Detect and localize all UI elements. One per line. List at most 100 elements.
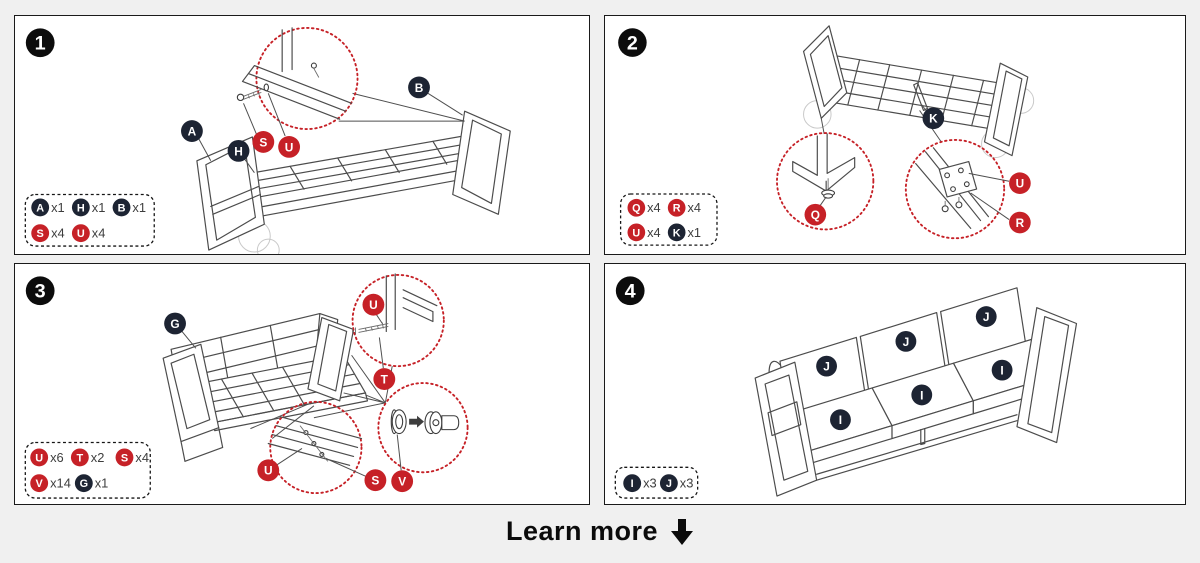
badge-label: G [170, 317, 179, 331]
seat-slat-lines [195, 360, 361, 418]
legend-badge [667, 223, 686, 242]
down-arrow-icon [671, 518, 694, 545]
step-number: 2 [627, 32, 638, 54]
legend-letter: U [632, 227, 640, 239]
bolt-hole [963, 181, 970, 188]
badge-circle [164, 312, 186, 335]
badge-circle [1009, 172, 1031, 195]
bolt-hole [432, 419, 440, 427]
legend-letter: J [666, 478, 672, 490]
learn-more[interactable]: Learn more [506, 516, 694, 547]
legend-count: x4 [135, 450, 149, 465]
end-panel-b-part [452, 110, 511, 215]
step-3-diagram: G U T U S [24, 273, 469, 499]
screw-guide-line [299, 425, 329, 462]
legend-badge [30, 448, 49, 467]
bolt-hole [944, 172, 951, 179]
legend-letter: T [77, 452, 84, 464]
magnifier-circle [255, 26, 359, 130]
parts-legend: A x1 H x1 B x1 S x4 U x4 [24, 193, 155, 247]
legend-badge [667, 198, 686, 217]
corner-detail-lines [792, 133, 856, 192]
legend-count: x1 [132, 200, 146, 215]
badge-circle [895, 330, 917, 352]
legend-letter: B [118, 202, 126, 214]
callout-badge-q: Q [804, 196, 827, 226]
legend-letter: V [36, 478, 44, 490]
badge-circle [181, 120, 203, 142]
callout-leader [378, 337, 384, 369]
legend-letter: R [673, 203, 681, 215]
callout-badge-h: H [227, 139, 255, 173]
badge-circle [227, 139, 250, 162]
legend-letter: I [631, 478, 634, 490]
legend-count: x3 [643, 476, 657, 491]
joint-ghost-circle [256, 238, 280, 254]
arm-frame-detail [170, 353, 224, 462]
badge-label: J [823, 360, 830, 374]
arm-frame-part [1016, 307, 1078, 444]
step-circle [618, 28, 647, 57]
badge-label: H [234, 144, 243, 158]
step-number-badge: 3 [25, 276, 55, 306]
callout-badge-s: S [325, 457, 387, 492]
badge-label: J [903, 335, 910, 349]
joint-detail-lines [385, 273, 438, 333]
badge-label: I [839, 413, 842, 427]
slat-detail-lines [267, 416, 363, 466]
step-circle [615, 276, 645, 306]
callout-badge-v: V [391, 434, 414, 493]
badge-label: S [259, 135, 267, 149]
legend-count: x1 [51, 200, 65, 215]
magnifier-circle [776, 132, 875, 231]
bracket-plate [938, 160, 978, 198]
seat-under-rails [212, 392, 369, 432]
badge-label: U [1016, 177, 1025, 191]
legend-count: x14 [50, 476, 71, 491]
magnifier-tangent-lines [338, 92, 465, 122]
arm-frame-detail [317, 323, 348, 392]
callout-leader [375, 314, 383, 324]
cushion-badge-j3: J [975, 306, 997, 327]
legend-letter: S [37, 228, 44, 240]
learn-more-label[interactable]: Learn more [505, 516, 659, 546]
legend-count: x6 [50, 450, 64, 465]
parts-legend: U x6 T x2 S x4 V x14 G x1 [24, 441, 151, 499]
arrow-icon [409, 415, 424, 428]
nut-shafts [944, 196, 960, 206]
peg-bolt [310, 62, 317, 69]
callout-leader [244, 158, 255, 173]
badge-label: I [1000, 364, 1003, 378]
seat-slats [246, 140, 491, 191]
magnifier-circle [377, 382, 469, 474]
badge-circle [278, 135, 301, 158]
legend-badge [31, 198, 50, 217]
callout-badge-t: T [373, 337, 396, 390]
legend-letter: U [77, 228, 85, 240]
step-number-badge: 1 [25, 28, 55, 58]
callout-badge-r: R [970, 192, 1031, 234]
cushion-badge-i3: I [991, 359, 1013, 381]
badge-circle [252, 131, 275, 153]
step-panel-1: A H B S U [14, 15, 590, 255]
badge-circle [911, 384, 933, 406]
step-panel-2: K Q U R Q x4 [604, 15, 1186, 255]
bolt-head [236, 93, 245, 102]
badge-circle [408, 76, 430, 99]
arm-pocket-detail [767, 401, 802, 437]
arm-frame-part [307, 316, 355, 402]
end-panel-part [983, 62, 1029, 157]
legend-letter: Q [632, 203, 640, 215]
badge-label: A [188, 124, 197, 138]
nut [941, 205, 949, 213]
parts-legend: I x3 J x3 [614, 466, 699, 499]
joint-detail-lines [241, 27, 353, 120]
callout-badge-a: A [181, 120, 212, 162]
badge-circle [362, 293, 385, 316]
bolt-hole [957, 167, 964, 174]
callout-leader [243, 103, 257, 135]
callout-badge-u-top: U [362, 293, 385, 324]
footer: Learn more [0, 516, 1200, 547]
badge-circle [804, 203, 827, 226]
step-number-badge: 2 [618, 28, 647, 57]
